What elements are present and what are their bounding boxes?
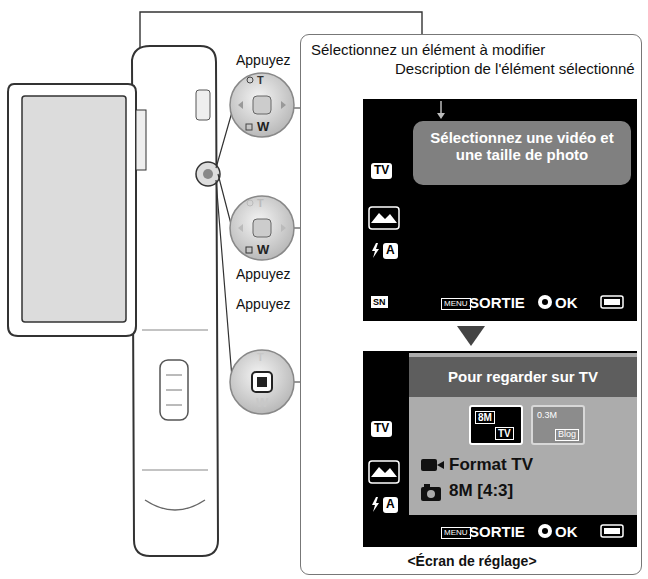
- action-label: Appuyez: [236, 296, 290, 312]
- button-mark: W: [257, 243, 269, 258]
- screen-text: MENU: [441, 298, 471, 310]
- screen-text: Sélectionnez un élément à modifier: [311, 41, 639, 58]
- action-label: Appuyez: [236, 266, 290, 282]
- screen-text: Sélectionnez une vidéo et une taille de …: [419, 129, 625, 164]
- setting-info: Format TV 8M [4:3]: [409, 451, 637, 513]
- screen-text: SORTIE: [469, 524, 525, 539]
- menu-header: Pour regarder sur TV: [409, 357, 637, 397]
- description-box: Sélectionnez une vidéo et une taille de …: [413, 121, 631, 185]
- screen-text: Pour regarder sur TV: [409, 368, 637, 385]
- screen-text: TV: [371, 421, 392, 437]
- button-mark: W: [256, 396, 268, 411]
- screen-text: Description de l'élément sélectionné: [395, 60, 635, 77]
- button-mark: T: [257, 197, 264, 210]
- screen-text: MENU: [441, 527, 471, 539]
- option-icon: 0.3M Blog: [531, 405, 585, 445]
- screen-text: <Écran de réglage>: [301, 553, 643, 569]
- screen-text: 8M [4:3]: [449, 481, 635, 501]
- screen-text: Format TV: [449, 455, 635, 475]
- button-mark: T: [257, 351, 264, 364]
- button-mark: W: [257, 120, 269, 135]
- button-mark: T: [257, 74, 264, 87]
- flow-arrow: [457, 326, 485, 346]
- lcd-screen: TV A SN MENUSORTIE OK Sélectionnez une vidéo …: [363, 99, 637, 321]
- option-icon: 8MTV: [469, 405, 523, 445]
- screen-text: TV: [495, 427, 514, 440]
- action-label: Appuyez: [236, 52, 290, 68]
- screen-text: A: [383, 243, 398, 259]
- screen-panel: Sélectionnez un élément à modifierDescri…: [300, 34, 642, 575]
- lcd-screen: TVAMENUSORTIEOKPour regarder sur TV8MTV0…: [363, 351, 637, 547]
- screen-text: A: [383, 497, 398, 513]
- screen-text: OK: [555, 524, 578, 539]
- screen-text: 0.3M: [537, 411, 557, 421]
- screen-text: Blog: [555, 429, 579, 441]
- screen-text: SN: [371, 296, 388, 308]
- screen-text: TV: [371, 163, 392, 179]
- screen-text: SORTIE: [469, 295, 525, 310]
- screen-text: 8M: [475, 411, 495, 424]
- screen-text: OK: [555, 295, 578, 310]
